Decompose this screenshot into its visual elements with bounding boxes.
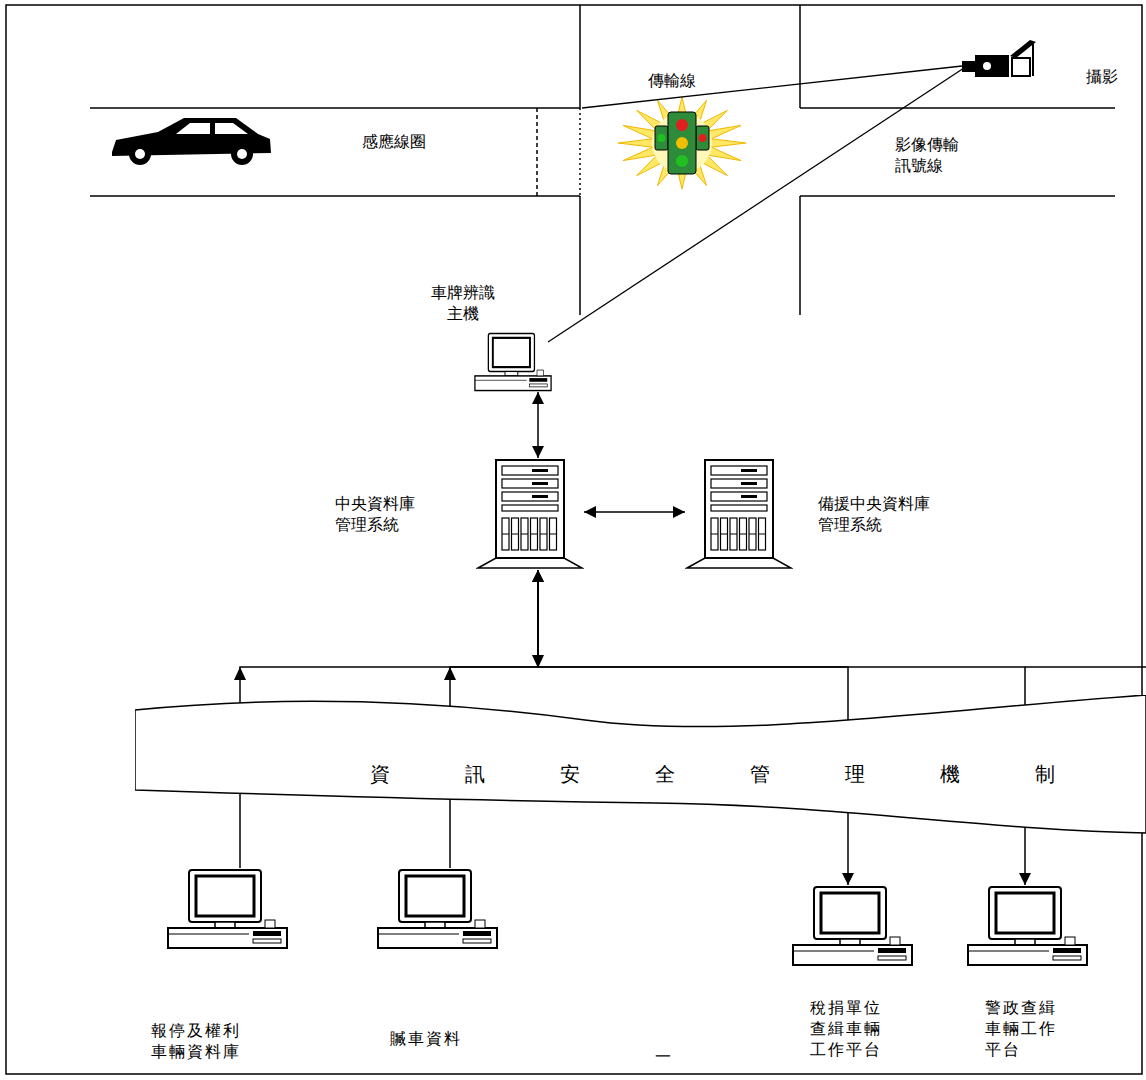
computer-node: 報停及權利 車輛資料庫: [148, 868, 290, 1062]
computer-node: 贓車資料: [375, 868, 500, 1049]
computer-node: 車牌辨識 主機: [428, 282, 553, 392]
node-label: 備援中央資料庫 管理系統: [818, 493, 936, 535]
bus-line: [1025, 666, 1146, 668]
stop-line: [579, 108, 581, 196]
computer-icon: [165, 868, 290, 950]
computer-icon: [375, 868, 500, 950]
node-label: 中央資料庫 管理系統: [335, 493, 421, 535]
road-lines: [90, 5, 1115, 315]
light-burst: [618, 97, 746, 189]
video-signal-line: [548, 68, 964, 342]
computer-icon: [473, 332, 553, 392]
server-icon: [476, 458, 584, 570]
annotation-label: 感應線圈: [362, 131, 426, 152]
connector: [584, 511, 685, 513]
node-label: 警政查緝 車輛工作 平台: [985, 997, 1063, 1060]
annotation-label: 一: [655, 1046, 671, 1067]
computer-node: 警政查緝 車輛工作 平台: [965, 885, 1090, 1060]
computer-node: 稅捐單位 查緝車輛 工作平台: [790, 885, 915, 1060]
light-glow: [652, 113, 712, 173]
node-label: 車牌辨識 主機: [428, 282, 498, 324]
car-icon: [112, 118, 271, 165]
server-icon: [685, 458, 793, 570]
computer-icon: [965, 885, 1090, 967]
frame: [6, 5, 1142, 1074]
camera-icon: [962, 40, 1036, 77]
connector: [537, 392, 539, 458]
induction-loop-line: [536, 108, 538, 196]
node-label: 稅捐單位 查緝車輛 工作平台: [810, 997, 888, 1060]
annotation-label: 傳輸線: [648, 70, 696, 91]
traffic-light: [618, 97, 746, 189]
node-label: 報停及權利 車輛資料庫: [148, 1020, 244, 1062]
computer-icon: [790, 885, 915, 967]
band-title: 資訊安全管理機制: [370, 761, 1130, 787]
security-band: 資訊安全管理機制: [135, 695, 1146, 835]
transmission-line: [582, 66, 962, 108]
server-node: 中央資料庫 管理系統: [335, 458, 584, 570]
annotation-label: 影像傳輸 訊號線: [895, 134, 967, 176]
annotation-label: 攝影: [1086, 66, 1118, 87]
server-node: 備援中央資料庫 管理系統: [685, 458, 936, 570]
node-label: 贓車資料: [390, 1028, 468, 1049]
